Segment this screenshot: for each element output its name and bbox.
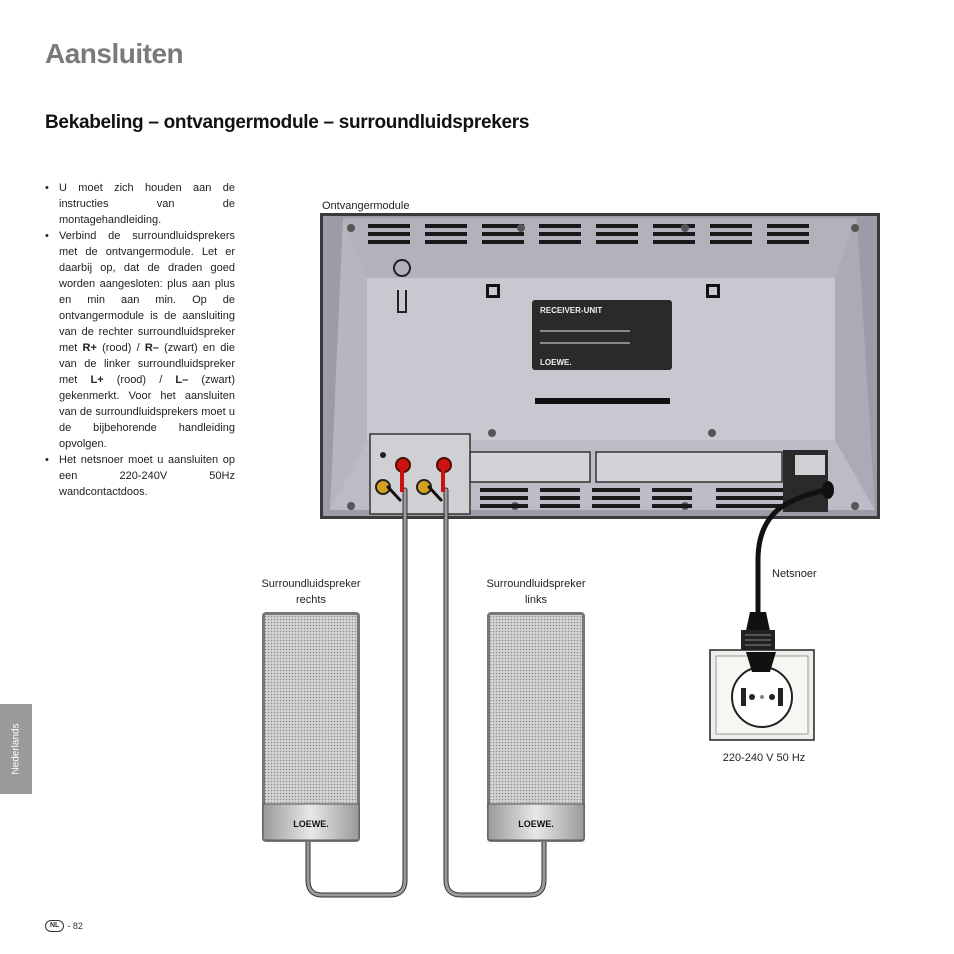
terminal-r-plus: R+ [82,342,97,354]
language-badge: NL [45,920,65,932]
terminal-r-minus: R– [144,342,159,354]
receiver-plate-title: RECEIVER-UNIT [540,306,602,315]
instruction-item: Verbind de surroundluidsprekers met de o… [45,228,235,452]
instruction-text: (zwart) en die van de linker surroundlui… [59,342,235,386]
instruction-item: Het netsnoer moet u aansluiten op een 22… [45,452,235,500]
receiver-plate-brand: LOEWE. [540,358,572,367]
speaker-left: LOEWE. [487,612,585,842]
speaker-right: LOEWE. [262,612,360,842]
page-title: Aansluiten [45,38,184,69]
page-number: - 82 [67,921,83,931]
speaker-left-label: Surroundluidspreker [486,578,585,590]
speaker-left-label: links [525,594,548,606]
receiver-label: Ontvangermodule [322,200,409,212]
power-cord-label: Netsnoer [772,568,817,580]
power-cord [741,481,834,654]
section-subtitle: Bekabeling – ontvangermodule – surroundl… [45,112,530,133]
speaker-brand-logo: LOEWE. [518,819,554,829]
speaker-brand-logo: LOEWE. [293,819,329,829]
terminal-l-plus: L+ [90,374,104,386]
language-side-tab-label: Nederlands [10,723,22,775]
speaker-right-label: rechts [296,594,326,606]
terminal-l-minus: L– [175,374,189,386]
page-footer: NL - 82 [45,920,83,932]
instruction-item: U moet zich houden aan de instructies va… [45,180,235,228]
instruction-list: U moet zich houden aan de instructies va… [45,180,235,500]
instruction-text: Verbind de surroundluidsprekers met de o… [59,230,235,354]
speaker-right-label: Surroundluidspreker [261,578,360,590]
instruction-text: (rood) / [96,342,145,354]
language-side-tab: Nederlands [0,704,32,794]
receiver-module: RECEIVER-UNIT LOEWE. [320,213,880,519]
outlet-label: 220-240 V 50 Hz [723,752,806,764]
speaker-cables [305,470,547,898]
wall-outlet [709,649,815,741]
instruction-text: (rood) / [103,374,176,386]
instruction-text: (zwart) gekenmerkt. Voor het aansluiten … [59,374,235,450]
